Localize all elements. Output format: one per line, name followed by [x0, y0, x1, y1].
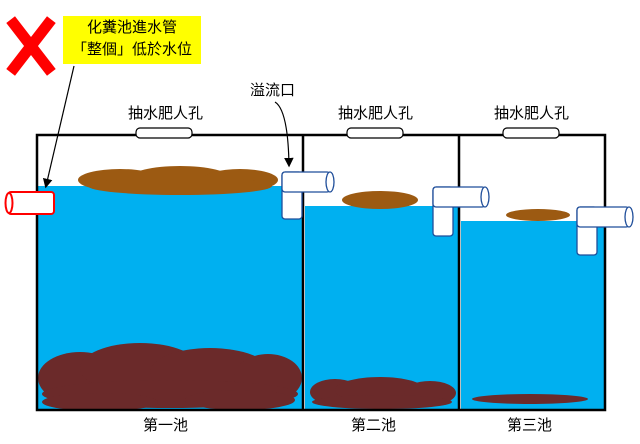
note-line-2: 「整個」低於水位: [71, 40, 192, 58]
overflow-label: 溢流口: [250, 81, 296, 99]
note-arrow: [42, 65, 75, 189]
chamber-2-sludge: [310, 377, 456, 409]
manhole-label-1: 抽水肥人孔: [128, 104, 204, 122]
chamber-label-3: 第三池: [507, 416, 553, 434]
manhole-label-3: 抽水肥人孔: [494, 104, 570, 122]
manhole-covers: [135, 127, 560, 139]
chamber-2-scum: [342, 191, 418, 209]
chamber-3-scum: [506, 209, 570, 221]
inlet-warning-note: 化糞池進水管 「整個」低於水位: [63, 16, 201, 64]
chamber-1-sludge: [38, 343, 302, 411]
overflow-arrow: [274, 101, 294, 168]
chamber-1-scum: [78, 166, 278, 195]
note-line-1: 化糞池進水管: [86, 18, 177, 36]
chamber-3-sludge: [472, 394, 588, 404]
overflow-pipes: [281, 171, 634, 256]
chamber-label-2: 第二池: [351, 416, 397, 434]
red-x-icon: [6, 16, 56, 76]
manhole-label-2: 抽水肥人孔: [338, 104, 414, 122]
chamber-label-1: 第一池: [143, 416, 189, 434]
chamber-2-water: [305, 206, 459, 410]
inlet-pipe: [4, 191, 55, 215]
